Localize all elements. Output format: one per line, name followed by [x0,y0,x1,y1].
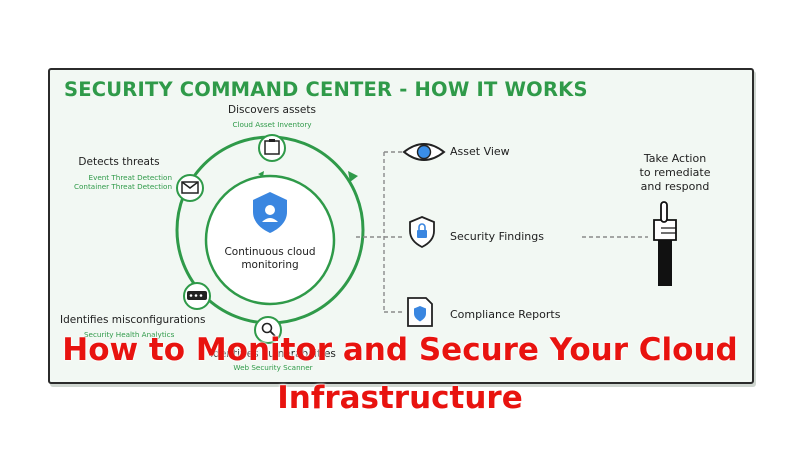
cycle-arrow-icon [348,171,358,182]
step-service-web-security-scanner: Web Security Scanner [233,363,313,372]
magnifier-icon [254,316,282,344]
diagram-graphics [175,134,677,344]
core-label: Continuous cloud monitoring [224,246,316,271]
output-label-compliance-reports: Compliance Reports [450,308,561,321]
eye-icon [402,143,446,161]
step-service-security-health-analytics: Security Health Analytics [84,330,175,339]
lock-shield-icon [409,216,435,249]
dashed-connectors [356,151,648,313]
step-label-detects-threats: Detects threats [78,156,160,168]
document-shield-icon [407,297,433,327]
diagram-title: SECURITY COMMAND CENTER - HOW IT WORKS [64,78,588,101]
output-label-security-findings: Security Findings [450,230,544,243]
action-label: Take Action to remediate and respond [639,152,711,193]
server-icon [183,282,211,310]
step-label-identifies-vulnerabilities: Identifies vulnerabilities [210,348,336,360]
raised-hand-icon [653,201,677,286]
overlay-title: How to Monitor and Secure Your Cloud Inf… [62,332,738,416]
diagram-card: SECURITY COMMAND CENTER - HOW IT WORKS [48,68,754,384]
clipboard-icon [258,134,286,162]
envelope-alert-icon [176,174,204,202]
core-circle [204,174,336,306]
step-service-cloud-asset-inventory: Cloud Asset Inventory [232,120,312,129]
output-label-asset-view: Asset View [450,145,510,158]
step-label-identifies-misconfigurations: Identifies misconfigurations [60,314,206,326]
security-shield-icon [253,192,287,233]
step-service-event-threat-detection: Event Threat Detection [88,173,172,182]
step-label-discovers-assets: Discovers assets [228,104,316,116]
step-service-container-threat-detection: Container Threat Detection [74,182,172,191]
core-arrow-icon [258,171,264,177]
